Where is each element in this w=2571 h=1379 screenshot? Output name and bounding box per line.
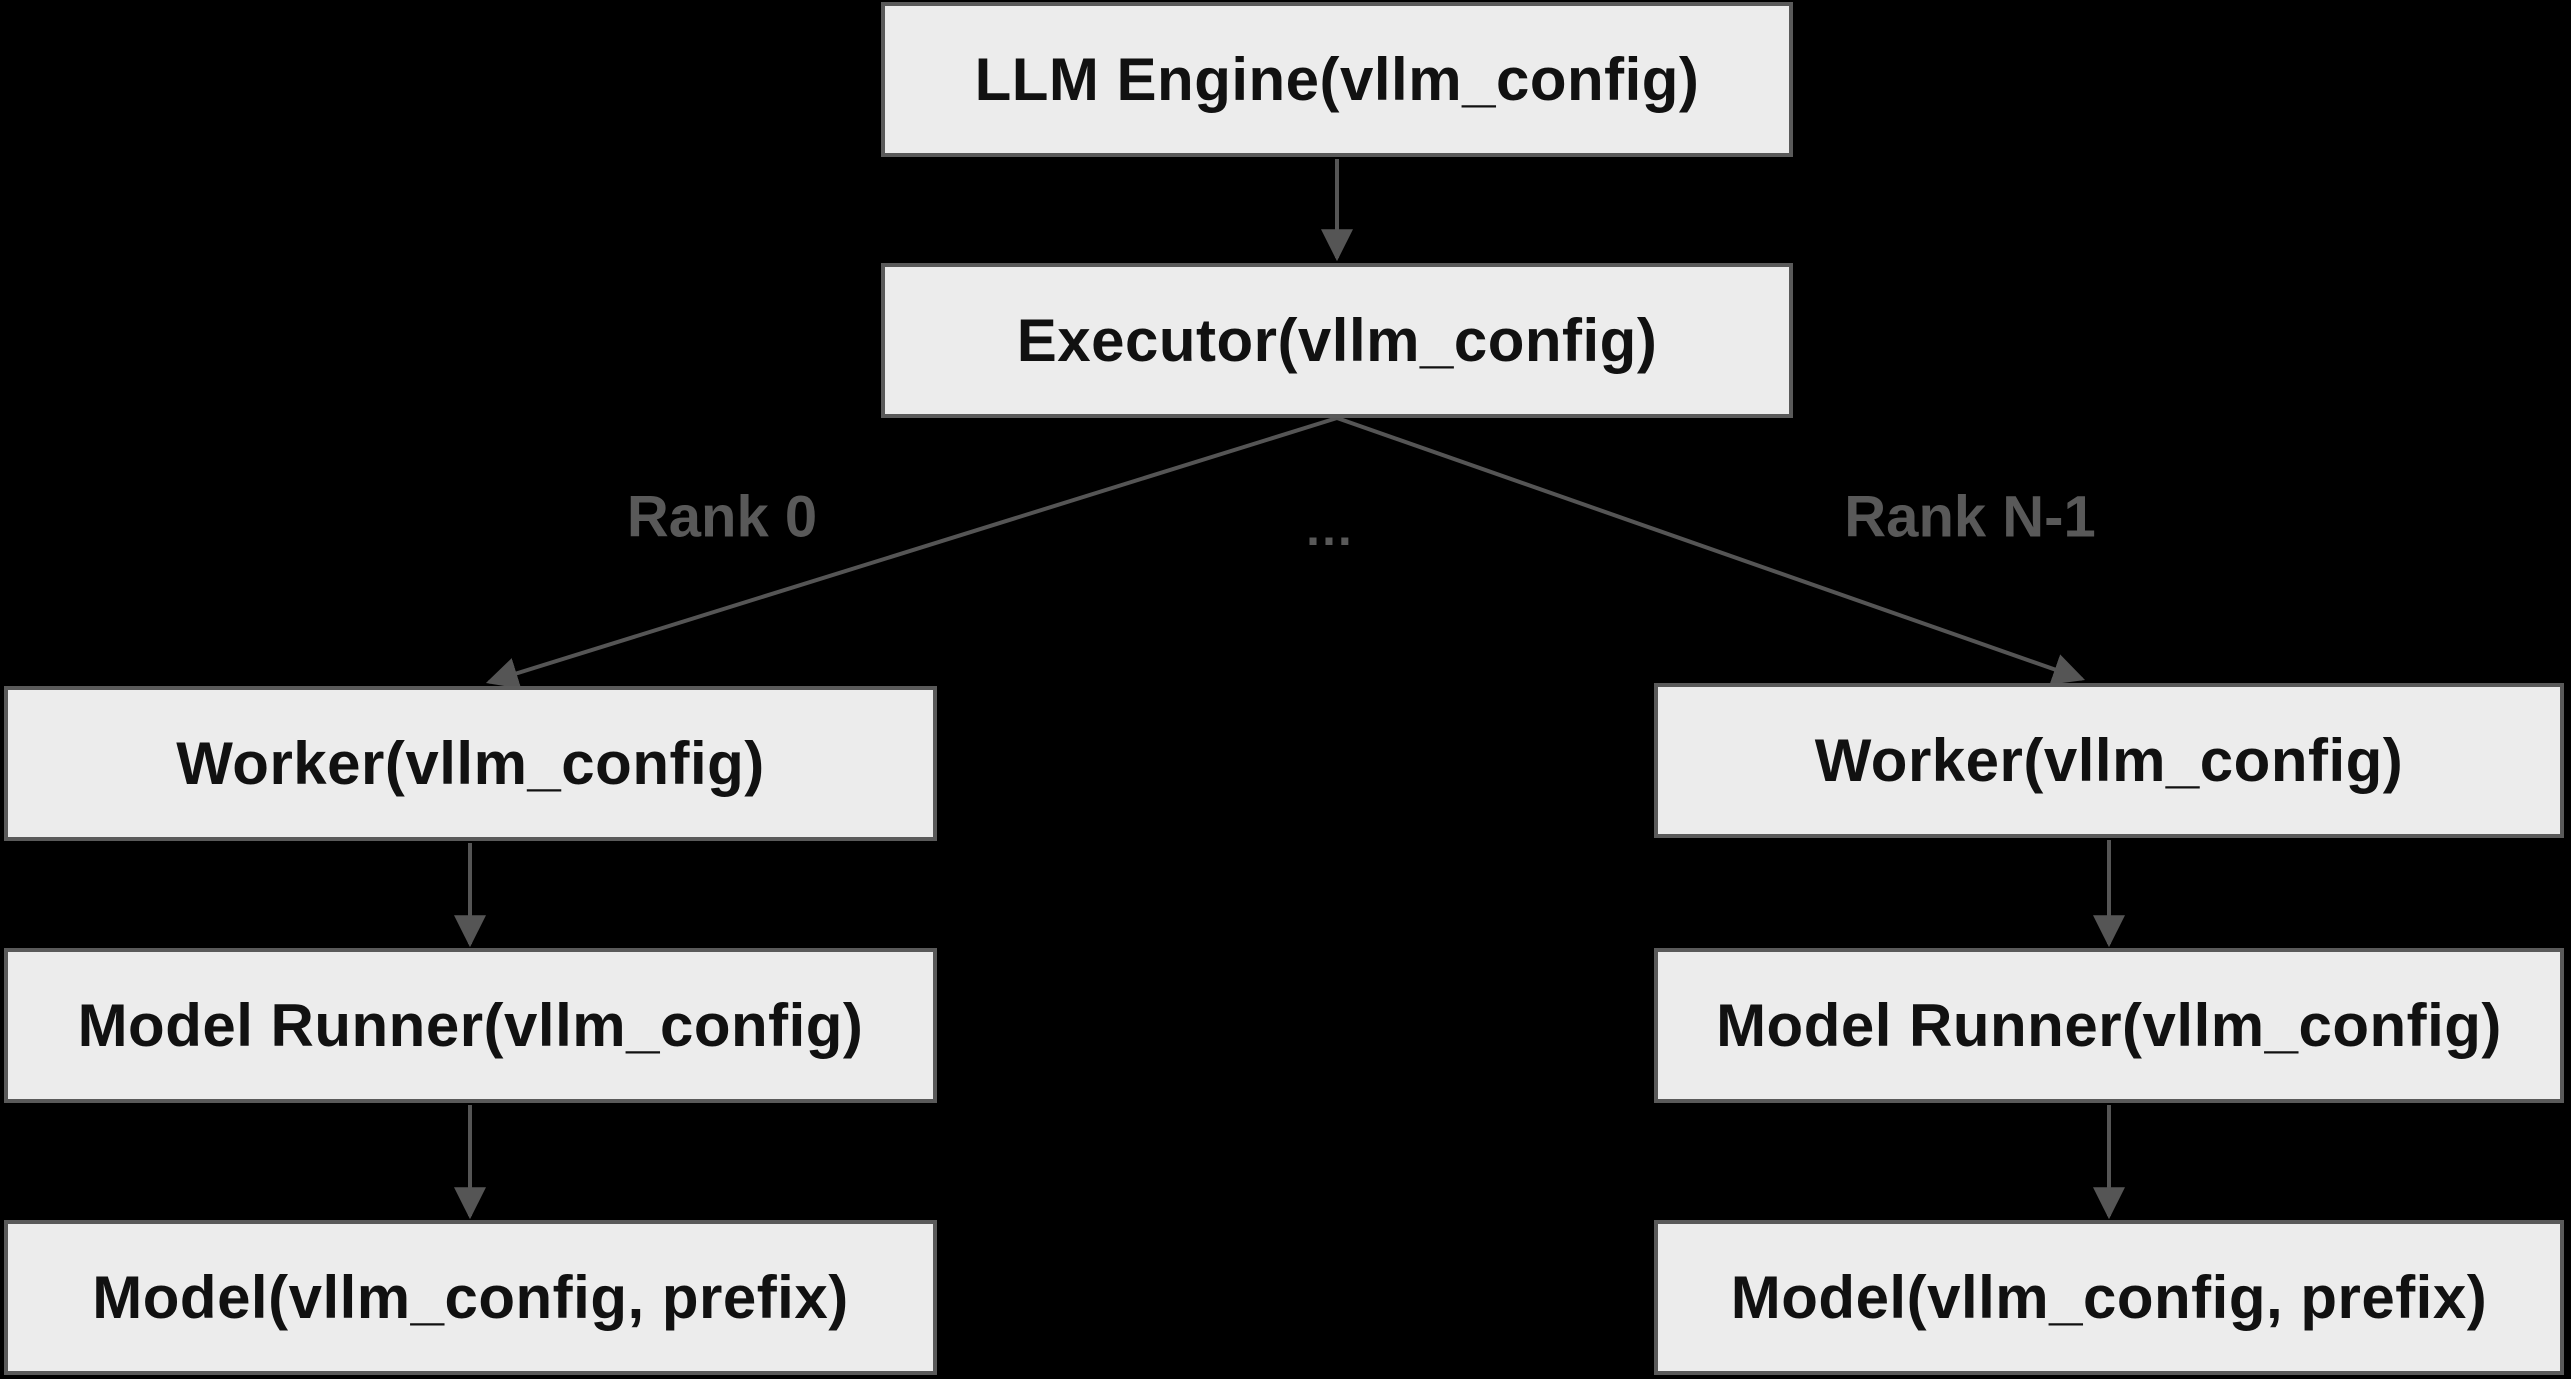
edge-label-ellipsis: … <box>1304 500 1356 556</box>
node-model-left-label: Model(vllm_config, prefix) <box>92 1264 849 1331</box>
node-model-runner-left-label: Model Runner(vllm_config) <box>77 992 864 1059</box>
edge-label-rank-n-1: Rank N-1 <box>1844 484 2096 550</box>
node-model-right-label: Model(vllm_config, prefix) <box>1730 1264 2488 1331</box>
node-worker-left-label: Worker(vllm_config) <box>176 730 765 797</box>
node-executor: Executor(vllm_config) <box>881 263 1793 418</box>
node-worker-right: Worker(vllm_config) <box>1654 683 2564 838</box>
node-model-runner-left: Model Runner(vllm_config) <box>4 948 937 1103</box>
node-model-left: Model(vllm_config, prefix) <box>4 1220 937 1375</box>
node-model-right: Model(vllm_config, prefix) <box>1654 1220 2564 1375</box>
edge-label-rank-0: Rank 0 <box>626 484 818 550</box>
node-llm-engine: LLM Engine(vllm_config) <box>881 2 1793 157</box>
node-llm-engine-label: LLM Engine(vllm_config) <box>974 46 1700 113</box>
node-worker-left: Worker(vllm_config) <box>4 686 937 841</box>
node-worker-right-label: Worker(vllm_config) <box>1814 727 2404 794</box>
node-model-runner-right-label: Model Runner(vllm_config) <box>1716 992 2502 1059</box>
node-model-runner-right: Model Runner(vllm_config) <box>1654 948 2564 1103</box>
node-executor-label: Executor(vllm_config) <box>1016 307 1658 374</box>
